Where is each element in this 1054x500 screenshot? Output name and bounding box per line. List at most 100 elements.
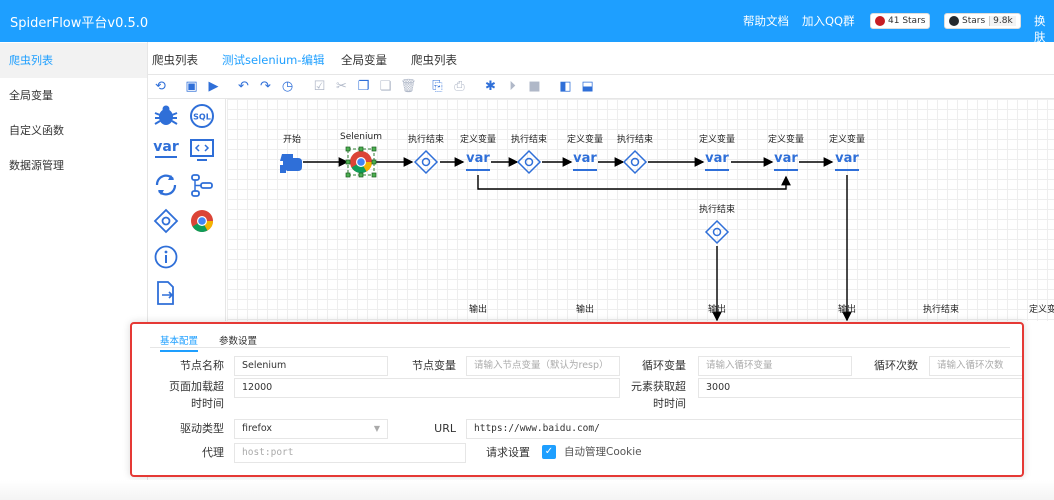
flow-connectors: [303, 157, 852, 321]
proxy-label: 代理: [202, 446, 224, 459]
var-node-1[interactable]: var: [466, 151, 490, 171]
tab-spider-list-2[interactable]: 爬虫列表: [411, 53, 457, 67]
info-icon[interactable]: [152, 243, 180, 271]
svg-text:var: var: [835, 151, 859, 166]
node-name-input[interactable]: Selenium: [234, 356, 388, 376]
github-stars-label: Stars: [962, 16, 986, 26]
tab-global-vars[interactable]: 全局变量: [341, 53, 387, 67]
github-stars-badge[interactable]: Stars 9.8k: [944, 13, 1021, 29]
end-node-2[interactable]: [516, 149, 542, 175]
driver-type-label: 驱动类型: [180, 422, 224, 435]
flow-edges: var var var var var: [280, 146, 859, 321]
request-settings-label: 请求设置: [486, 446, 530, 459]
gitee-stars-badge[interactable]: 41 Stars: [870, 13, 931, 29]
flow-canvas[interactable]: var var var var var 开始 Selenium 执行结束 定义变…: [227, 99, 1054, 321]
chrome-icon[interactable]: [188, 207, 216, 235]
undo-icon[interactable]: ⟲: [155, 79, 166, 94]
copy-icon[interactable]: ❐: [357, 79, 370, 94]
node-label-var-2: 定义变量: [566, 135, 604, 145]
sidebar-item-custom-functions[interactable]: 自定义函数: [9, 124, 64, 137]
sidebar-item-spider-list[interactable]: 爬虫列表: [0, 43, 147, 78]
join-qq-link[interactable]: 加入QQ群: [802, 14, 855, 28]
diamond-icon[interactable]: [152, 207, 180, 235]
code-icon[interactable]: [188, 136, 216, 164]
driver-type-value: firefox: [242, 423, 273, 434]
print-icon[interactable]: ⎙: [454, 79, 465, 94]
tab-param-settings[interactable]: 参数设置: [219, 336, 258, 347]
node-label-output-1: 输出: [468, 305, 488, 315]
end-node-4[interactable]: [704, 219, 730, 245]
bottom-strip: [0, 480, 1054, 500]
delete-icon[interactable]: 🗑: [400, 79, 417, 94]
change-skin-link[interactable]: 换肤: [1034, 14, 1046, 44]
svg-text:var: var: [466, 151, 490, 166]
spider-icon[interactable]: [152, 102, 180, 130]
tab-spider-list[interactable]: 爬虫列表: [152, 53, 198, 67]
end-node-3[interactable]: [622, 149, 648, 175]
select-icon[interactable]: ☑: [313, 79, 326, 94]
gitee-stars-label: 41 Stars: [888, 16, 926, 26]
url-input[interactable]: https://www.baidu.com/: [466, 419, 1022, 439]
tab-bar: 爬虫列表 测试selenium-编辑 全局变量 爬虫列表: [148, 42, 1054, 75]
save-icon[interactable]: ▣: [185, 79, 198, 94]
help-docs-link[interactable]: 帮助文档: [743, 14, 789, 28]
node-name-label: 节点名称: [180, 359, 224, 372]
redo-arrow-icon[interactable]: ↷: [260, 79, 271, 94]
run-icon[interactable]: ▶: [208, 79, 219, 94]
debug-icon[interactable]: ✱: [485, 79, 496, 94]
node-label-var-4: 定义变量: [767, 135, 805, 145]
node-label-end-5: 执行结束: [922, 305, 960, 315]
auto-cookie-checkbox[interactable]: ✓: [542, 445, 556, 459]
sql-icon[interactable]: SQL: [188, 102, 216, 130]
tab-basic-config[interactable]: 基本配置: [160, 333, 199, 352]
driver-type-select[interactable]: firefox ▼: [234, 419, 388, 439]
svg-text:var: var: [153, 139, 179, 155]
gitee-icon: [875, 16, 885, 26]
loop-count-input[interactable]: 请输入循环次数: [929, 356, 1022, 376]
output-file-icon[interactable]: [152, 279, 180, 307]
node-label-end-3: 执行结束: [616, 135, 654, 145]
var-node-2[interactable]: var: [573, 151, 597, 171]
url-label: URL: [434, 422, 456, 435]
sidebar-item-datasource[interactable]: 数据源管理: [9, 159, 64, 172]
editor-toolbar: ⟲ ▣ ▶ ↶ ↷ ◷ ☑ ✂ ❐ ❏ 🗑 ⎘ ⎙ ✱ ⏵ ■ ◧ ⬓: [148, 75, 1054, 99]
start-node[interactable]: [280, 154, 302, 173]
end-node-1[interactable]: [413, 149, 439, 175]
var-icon[interactable]: var: [152, 135, 180, 163]
auto-cookie-label: 自动管理Cookie: [564, 446, 642, 458]
resume-icon[interactable]: ⏵: [509, 79, 516, 94]
page-timeout-label: 页面加载超 时时间: [152, 378, 224, 412]
process-icon[interactable]: [188, 171, 216, 199]
page-timeout-label-line2: 时时间: [191, 397, 224, 410]
element-timeout-input[interactable]: 3000: [698, 378, 1022, 398]
node-var-input[interactable]: 请输入节点变量（默认为resp）: [466, 356, 620, 376]
loop-var-label: 循环变量: [642, 359, 686, 372]
node-label-end-4: 执行结束: [698, 205, 736, 215]
selenium-node[interactable]: [345, 146, 377, 178]
history-icon[interactable]: ◷: [281, 79, 294, 94]
loop-var-input[interactable]: 请输入循环变量: [698, 356, 852, 376]
element-timeout-label-line2: 时时间: [653, 397, 686, 410]
svg-text:SQL: SQL: [193, 113, 211, 122]
layout-horizontal-icon[interactable]: ◧: [559, 79, 572, 94]
node-label-var-6: 定义变量: [1028, 305, 1054, 315]
node-var-label: 节点变量: [412, 359, 456, 372]
undo-arrow-icon[interactable]: ↶: [238, 79, 249, 94]
layout-vertical-icon[interactable]: ⬓: [581, 79, 594, 94]
cut-icon[interactable]: ✂: [336, 79, 347, 94]
page-timeout-input[interactable]: 12000: [234, 378, 620, 398]
loop-icon[interactable]: [152, 171, 180, 199]
github-icon: [949, 16, 959, 26]
paste-icon[interactable]: ❏: [379, 79, 392, 94]
node-label-var-1: 定义变量: [459, 135, 497, 145]
export-icon[interactable]: ⎘: [432, 79, 443, 94]
config-tabs: 基本配置 参数设置: [150, 330, 1010, 352]
sidebar-item-global-vars[interactable]: 全局变量: [9, 89, 53, 102]
var-node-3[interactable]: var: [705, 151, 729, 171]
tab-selenium-edit[interactable]: 测试selenium-编辑: [222, 53, 325, 67]
var-node-4[interactable]: var: [774, 151, 798, 171]
stop-icon[interactable]: ■: [528, 79, 541, 94]
var-node-5[interactable]: var: [835, 151, 859, 171]
node-label-end-1: 执行结束: [407, 135, 445, 145]
proxy-input[interactable]: host:port: [234, 443, 466, 463]
